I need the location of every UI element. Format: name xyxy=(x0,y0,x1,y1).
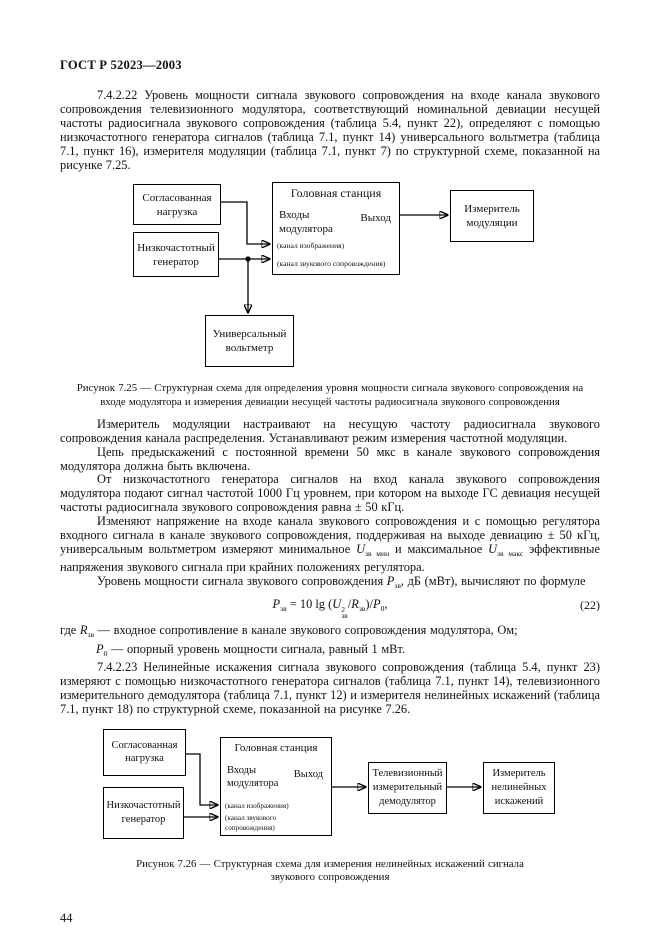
headend-audio-channel-label: (канал звукового сопровождения) xyxy=(225,813,277,833)
where-r-subscript: зв xyxy=(87,629,95,639)
u-min-subscript: зв мин xyxy=(365,549,390,558)
voltage-text-b: и максимальное xyxy=(389,542,489,556)
headend-title: Головная станция xyxy=(290,186,382,201)
box-modulation-meter-label: Измеритель модуляции xyxy=(464,203,520,230)
box-matched-load-label: Согласованная нагрузка xyxy=(142,191,212,218)
where-p0-subscript: 0 xyxy=(103,649,108,659)
where-p0-line: P0 — опорный уровень мощности сигнала, р… xyxy=(96,642,600,661)
figure-7-25-diagram: Согласованная нагрузка Низкочастотный ге… xyxy=(60,180,600,372)
box-modulation-meter: Измеритель модуляции xyxy=(450,190,534,243)
headend-video-channel-label: (канал изображения) xyxy=(225,801,289,810)
formula-p-symbol: P xyxy=(272,596,281,611)
headend-inputs-label: Входы модулятора xyxy=(279,209,333,236)
u-max-symbol: U xyxy=(488,542,498,556)
formula-close-paren: )/ xyxy=(365,596,373,611)
formula-comma: , xyxy=(384,596,388,611)
box-tv-demodulator: Телевизионный измерительный демодулятор xyxy=(368,761,447,814)
u-min-symbol: U xyxy=(356,542,366,556)
figure-7-26-wires xyxy=(183,753,600,843)
formula-equals: = 10 lg ( xyxy=(286,596,333,611)
paragraph-tune: Измеритель модуляции настраивают на несу… xyxy=(60,416,600,445)
paragraph-power-level: Уровень мощности сигнала звукового сопро… xyxy=(60,573,600,593)
formula-p0-subscript: 0 xyxy=(380,603,385,613)
formula-u-symbol: U xyxy=(332,596,342,611)
page-number: 44 xyxy=(60,911,73,926)
formula-number: (22) xyxy=(580,597,600,612)
paragraph-preemphasis: Цепь предыскажений с постоянной времени … xyxy=(60,444,600,473)
voltage-text-c: эффективные напряжения звукового сигнала… xyxy=(60,542,600,574)
box-matched-load: Согласованная нагрузка xyxy=(133,184,221,226)
where-p0-symbol: P xyxy=(96,642,104,657)
headend-title: Головная станция xyxy=(234,741,318,754)
headend-output-label: Выход xyxy=(293,768,323,780)
formula-r-subscript: зв xyxy=(358,603,366,613)
headend-video-channel-label: (канал изображения) xyxy=(277,241,345,251)
wire-load-to-video-input xyxy=(186,753,218,805)
headend-inputs-label: Входы модулятора xyxy=(227,764,279,790)
where-prefix: где xyxy=(60,622,80,637)
figure-7-26-caption: Рисунок 7.26 — Структурная схема для изм… xyxy=(136,857,524,884)
box-lf-generator: Низкочастотный генератор xyxy=(103,786,184,839)
box-lf-generator-label: Низкочастотный генератор xyxy=(106,800,181,825)
where-r-line: где Rзв — входное сопротивление в канале… xyxy=(60,623,600,642)
box-distortion-meter-label: Измеритель нелинейных искажений xyxy=(491,768,547,807)
headend-output-label: Выход xyxy=(360,212,391,225)
figure-7-25-wires xyxy=(218,201,600,372)
box-universal-voltmeter-label: Универсальный вольтметр xyxy=(212,328,287,355)
box-headend-station: Головная станция Входы модулятора Выход … xyxy=(272,182,400,276)
standard-number: ГОСТ Р 52023—2003 xyxy=(60,58,182,72)
box-matched-load-label: Согласованная нагрузка xyxy=(111,739,178,765)
box-matched-load: Согласованная нагрузка xyxy=(103,728,186,776)
where-p0-text: — опорный уровень мощности сигнала, равн… xyxy=(107,642,405,657)
where-r-text: — входное сопротивление в канале звуково… xyxy=(94,622,518,637)
paragraph-generator: От низкочастотного генератора сигналов н… xyxy=(60,472,600,515)
paragraph-7-4-2-22: 7.4.2.22 Уровень мощности сигнала звуков… xyxy=(60,88,600,172)
where-r-symbol: R xyxy=(79,622,88,637)
u-max-subscript: зв макс xyxy=(497,549,524,558)
headend-audio-channel-label: (канал звукового сопровождения) xyxy=(277,259,386,269)
figure-7-26-diagram: Согласованная нагрузка Низкочастотный ге… xyxy=(60,727,600,843)
formula-u-superscript: 2 xyxy=(341,604,345,614)
box-distortion-meter: Измеритель нелинейных искажений xyxy=(483,761,555,814)
p-zv-symbol: P xyxy=(386,573,395,588)
formula-slash: / xyxy=(347,596,352,611)
box-lf-generator-label: Низкочастотный генератор xyxy=(137,241,215,268)
wire-load-to-video-input xyxy=(221,201,270,244)
box-lf-generator: Низкочастотный генератор xyxy=(133,232,219,278)
formula-p0-symbol: P xyxy=(372,596,381,611)
paragraph-7-4-2-23: 7.4.2.23 Нелинейные искажения сигнала зв… xyxy=(60,660,600,717)
p-zv-subscript: зв xyxy=(394,580,401,590)
formula-r-symbol: R xyxy=(351,596,359,611)
paragraph-voltage: Изменяют напряжение на входе канала звук… xyxy=(60,514,600,575)
formula-u-subscript: зв xyxy=(341,611,348,621)
level-text-b: , дБ (мВт), вычисляют по формуле xyxy=(400,573,586,588)
formula-p-subscript: зв xyxy=(280,603,287,613)
level-text-a: Уровень мощности сигнала звукового сопро… xyxy=(97,573,387,588)
box-tv-demodulator-label: Телевизионный измерительный демодулятор xyxy=(372,768,443,807)
box-headend-station: Головная станция Входы модулятора Выход … xyxy=(220,736,332,836)
box-universal-voltmeter: Универсальный вольтметр xyxy=(205,315,294,368)
voltage-text-a: Изменяют напряжение на входе канала звук… xyxy=(60,514,600,556)
figure-7-25-caption: Рисунок 7.25 — Структурная схема для опр… xyxy=(76,382,584,408)
